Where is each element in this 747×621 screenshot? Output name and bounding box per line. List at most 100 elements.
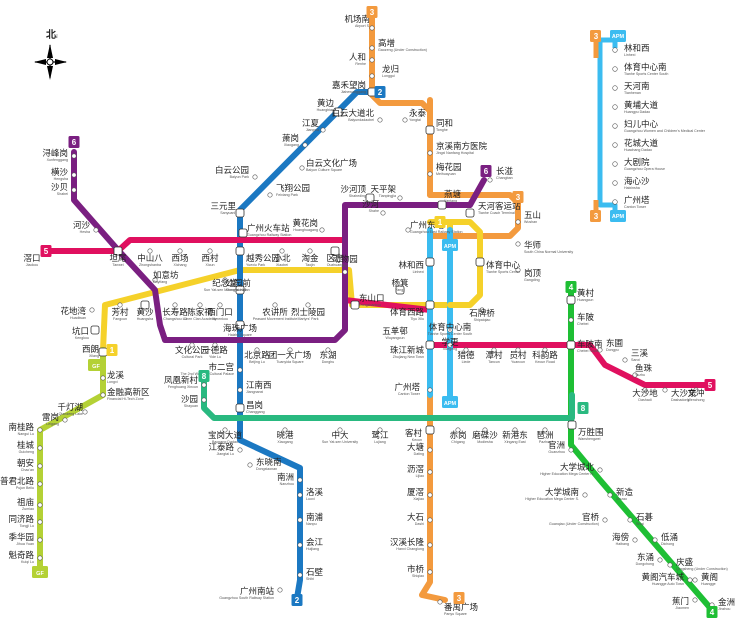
station-longgui[interactable] (369, 73, 375, 79)
station-baiyungy[interactable] (252, 174, 258, 180)
station-shahe_ding-interchange[interactable] (365, 193, 375, 203)
station-taojin[interactable] (307, 248, 313, 254)
station-fenghuang[interactable] (201, 382, 207, 388)
station-tuanyida[interactable] (287, 347, 293, 353)
station-shabei[interactable] (71, 187, 77, 193)
station-huijiang[interactable] (297, 542, 303, 548)
station-ruyifang[interactable] (152, 277, 158, 283)
station-xiajiao[interactable] (427, 492, 433, 498)
station-chenjiaci[interactable] (197, 302, 203, 308)
station-guanzhou[interactable] (568, 447, 574, 453)
station-yantang-interchange[interactable] (437, 200, 447, 210)
station-kuiqi[interactable] (37, 555, 43, 561)
station-xilang-interchange[interactable] (98, 347, 108, 357)
station-tancun[interactable] (491, 347, 497, 353)
station-yuexiu_gy-interchange[interactable] (235, 246, 245, 256)
station-chebei[interactable] (568, 317, 574, 323)
station-shiqiao[interactable] (427, 569, 433, 575)
station-shipaiqiao[interactable] (479, 307, 485, 313)
station-ouzhuang-interchange[interactable] (330, 246, 340, 256)
station-tiyu_xilu-interchange[interactable] (425, 300, 435, 310)
station-puji[interactable] (37, 481, 43, 487)
station-dashadi[interactable] (642, 387, 648, 393)
station-changshoulu[interactable] (172, 302, 178, 308)
station-renhe[interactable] (369, 57, 375, 63)
station-tanwei-interchange[interactable] (113, 246, 123, 256)
station-kecun-interchange[interactable] (425, 425, 435, 435)
station-dashi[interactable] (427, 517, 433, 523)
station-dongxiaonan[interactable] (247, 462, 253, 468)
station-huangbian-interchange[interactable] (333, 107, 343, 117)
station-dongshankou-interchange[interactable] (350, 300, 360, 310)
station-jiangxia[interactable] (320, 127, 326, 133)
station-liede[interactable] (463, 347, 469, 353)
station-tiyu_zhongxin-interchange[interactable] (475, 257, 485, 267)
station-sanxi[interactable] (622, 357, 628, 363)
station-pazhou[interactable] (542, 427, 548, 433)
station-lujiang[interactable] (377, 427, 383, 433)
station-fangcun[interactable] (117, 302, 123, 308)
station-xiaogang_n[interactable] (302, 142, 308, 148)
station-tiyu_zhongxin_n[interactable] (447, 327, 453, 333)
station-jiangnanxi[interactable] (237, 387, 243, 393)
station-beijinglu[interactable] (254, 347, 260, 353)
station-tianhe_ky-interchange[interactable] (465, 208, 475, 218)
station-xiaogang[interactable] (282, 427, 288, 433)
station-yongtai[interactable] (402, 117, 408, 123)
station-changban[interactable] (487, 177, 493, 183)
station-xinggang[interactable] (512, 427, 518, 433)
station-meihuayuan[interactable] (427, 171, 433, 177)
station-huangge[interactable] (692, 577, 698, 583)
station-hesha[interactable] (93, 227, 99, 233)
station-huangsha-interchange[interactable] (140, 300, 150, 310)
station-huadiwan[interactable] (89, 307, 95, 313)
station-jingxi[interactable] (427, 150, 433, 156)
station-guangzhou_nz[interactable] (277, 587, 283, 593)
station-hanxi[interactable] (427, 542, 433, 548)
station-longxi[interactable] (100, 375, 106, 381)
station-daxuecheng_n[interactable] (597, 467, 603, 473)
station-guangzhou_hcz-interchange[interactable] (238, 228, 248, 238)
station-gangding[interactable] (515, 267, 521, 273)
station-dongchong[interactable] (657, 557, 663, 563)
station-shayuan[interactable] (201, 397, 207, 403)
station-nanpu[interactable] (297, 517, 303, 523)
station-dongshankou2[interactable] (342, 269, 348, 275)
station-qiandeng[interactable] (82, 409, 88, 415)
station-lieshi[interactable] (305, 302, 311, 308)
station-dichong[interactable] (652, 537, 658, 543)
station-chebeinan-interchange[interactable] (566, 340, 576, 350)
station-nongjiangsuo[interactable] (272, 302, 278, 308)
station-dashadong[interactable] (662, 387, 668, 393)
station-baogang[interactable] (222, 427, 228, 433)
station-wanshengwei-interchange[interactable] (567, 420, 577, 430)
station-guangzhou_ta[interactable] (427, 387, 433, 393)
station-wenchong[interactable] (693, 387, 699, 393)
station-shiergong[interactable] (237, 367, 243, 373)
station-haibang[interactable] (632, 537, 638, 543)
station-panyu[interactable] (437, 599, 443, 605)
station-jinyu[interactable] (100, 392, 106, 398)
station-haizhu_gc-interchange[interactable] (235, 320, 245, 330)
station-feixiang[interactable] (267, 192, 273, 198)
station-xuenge[interactable] (447, 342, 453, 348)
station-yuzhu[interactable] (632, 372, 638, 378)
station-guicheng[interactable] (37, 445, 43, 451)
station-yangji-interchange[interactable] (395, 285, 405, 295)
station-nanzhou[interactable] (297, 477, 303, 483)
station-tianpingjia[interactable] (397, 195, 403, 201)
station-xiaobei[interactable] (279, 248, 285, 254)
station-daxuecheng_s[interactable] (582, 492, 588, 498)
station-leigang[interactable] (62, 417, 68, 423)
station-guangzhou_dz[interactable] (405, 227, 411, 233)
station-huashi[interactable] (515, 241, 521, 247)
station-yuancun[interactable] (515, 347, 521, 353)
station-xunfengang[interactable] (71, 153, 77, 159)
station-sanyuanli-interchange[interactable] (235, 208, 245, 218)
station-hengsha[interactable] (71, 172, 77, 178)
station-kengkou-interchange[interactable] (90, 325, 100, 335)
station-yidelu[interactable] (212, 342, 218, 348)
station-wenhua_gy[interactable] (189, 342, 195, 348)
station-gaozeng[interactable] (369, 45, 375, 51)
station-nangui[interactable] (37, 427, 43, 433)
